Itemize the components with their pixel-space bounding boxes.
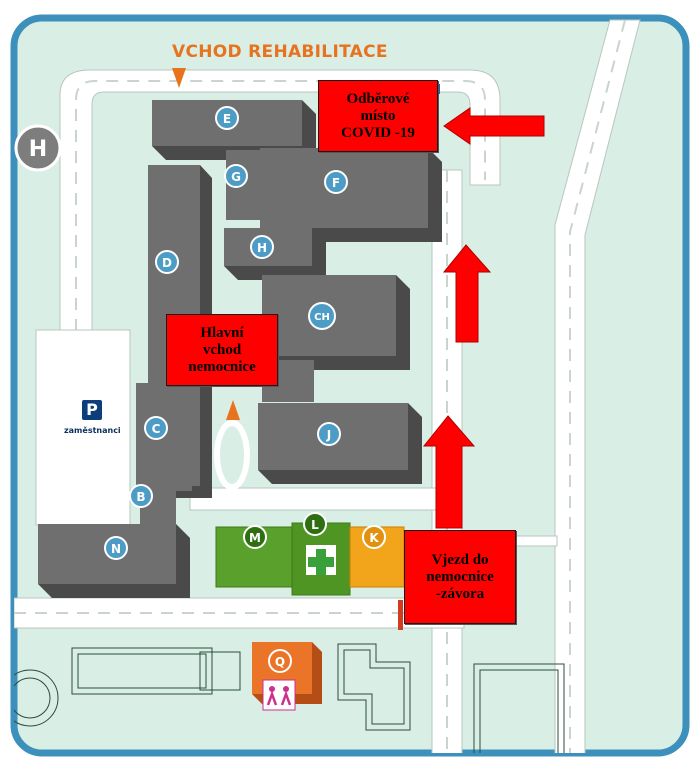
marker-H[interactable]: H — [250, 235, 274, 259]
marker-F[interactable]: F — [324, 170, 348, 194]
building-markers: E G F D H CH C J B N M L K Q — [104, 106, 386, 673]
svg-text:E: E — [223, 112, 231, 126]
main-callout-line-3: nemocnice — [188, 358, 256, 375]
rehab-entrance-arrow-icon — [172, 68, 186, 88]
svg-text:H: H — [29, 137, 47, 162]
svg-text:N: N — [111, 542, 121, 556]
outline-buildings — [14, 643, 565, 753]
main-entrance-arrow-icon — [226, 400, 240, 420]
roundabout-oval — [214, 420, 250, 490]
barrier-callout-line-1: Vjezd do — [431, 551, 489, 568]
svg-text:B: B — [136, 490, 145, 504]
svg-text:H: H — [257, 241, 267, 255]
marker-CH[interactable]: CH — [308, 302, 336, 330]
main-callout-line-1: Hlavní — [200, 324, 244, 341]
marker-M[interactable]: M — [243, 525, 267, 549]
barrier-callout: Vjezd do nemocnice -závora — [404, 530, 516, 624]
building-C — [136, 383, 192, 491]
marker-L[interactable]: L — [303, 512, 327, 536]
svg-text:F: F — [332, 176, 340, 190]
marker-G[interactable]: G — [224, 164, 248, 188]
svg-text:G: G — [231, 170, 241, 184]
parking-caption: zaměstnanci — [64, 426, 121, 435]
svg-text:D: D — [162, 256, 172, 270]
barrier-callout-line-2: nemocnice — [426, 568, 494, 585]
covid-callout-line-3: COVID -19 — [341, 124, 415, 141]
marker-D[interactable]: D — [155, 250, 179, 274]
svg-text:CH: CH — [314, 312, 330, 323]
childcare-icon — [262, 679, 296, 711]
rehab-entrance-label: VCHOD REHABILITACE — [172, 42, 388, 62]
arrow-up-upper — [442, 244, 492, 343]
covid-callout-line-2: místo — [360, 107, 396, 124]
covid-callout-line-1: Odběrové — [346, 90, 410, 107]
main-entrance-callout: Hlavní vchod nemocnice — [166, 314, 278, 386]
svg-text:C: C — [152, 422, 161, 436]
marker-C[interactable]: C — [144, 416, 168, 440]
parking-icon: P — [82, 400, 102, 420]
covid-callout: Odběrové místo COVID -19 — [318, 80, 438, 152]
marker-E[interactable]: E — [215, 106, 239, 130]
svg-text:L: L — [311, 518, 319, 532]
barrier-icon — [398, 600, 403, 630]
arrow-left-covid — [443, 107, 545, 145]
arrow-up-lower — [422, 415, 476, 529]
marker-N[interactable]: N — [104, 536, 128, 560]
main-callout-line-2: vchod — [202, 341, 242, 358]
svg-text:Q: Q — [275, 655, 285, 669]
svg-text:M: M — [249, 531, 261, 545]
gray-buildings — [38, 100, 442, 598]
marker-Q[interactable]: Q — [268, 649, 292, 673]
red-arrows — [422, 107, 545, 529]
marker-K[interactable]: K — [362, 525, 386, 549]
marker-B[interactable]: B — [129, 484, 153, 508]
svg-text:J: J — [326, 428, 331, 442]
barrier-callout-line-3: -závora — [435, 585, 485, 602]
svg-text:K: K — [369, 531, 379, 545]
marker-J[interactable]: J — [317, 422, 341, 446]
helipad-icon: H — [14, 124, 62, 172]
